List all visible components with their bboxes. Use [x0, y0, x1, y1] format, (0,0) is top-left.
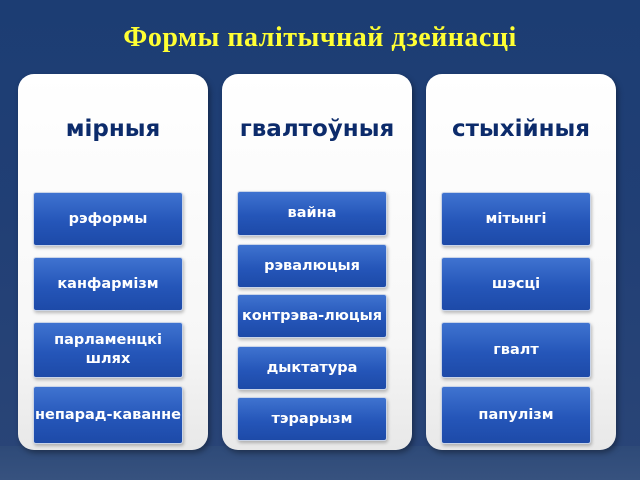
item-box: мітынгі: [441, 192, 591, 246]
item-box: гвалт: [441, 322, 591, 378]
item-box: шэсці: [441, 257, 591, 311]
column-violent: гвалтоўныя вайна рэвалюцыя контрэва-люцы…: [222, 74, 412, 450]
item-box: дыктатура: [237, 346, 387, 390]
bottom-band: [0, 446, 640, 480]
item-box: рэформы: [33, 192, 183, 246]
page-title: Формы палітычнай дзейнасці: [123, 22, 517, 53]
item-box: парламенцкі шлях: [33, 322, 183, 378]
column-peaceful: мірныя рэформы канфармізм парламенцкі шл…: [18, 74, 208, 450]
item-box: контрэва-люцыя: [237, 294, 387, 338]
item-box: рэвалюцыя: [237, 244, 387, 288]
item-box: вайна: [237, 191, 387, 236]
column-heading: стыхійныя: [451, 116, 591, 142]
column-spontaneous: стыхійныя мітынгі шэсці гвалт папулізм: [426, 74, 616, 450]
item-box: папулізм: [441, 386, 591, 444]
item-box: канфармізм: [33, 257, 183, 311]
column-heading: гвалтоўныя: [239, 116, 395, 142]
column-heading: мірныя: [65, 116, 161, 142]
item-box: непарад-каванне: [33, 386, 183, 444]
item-box: тэрарызм: [237, 397, 387, 441]
